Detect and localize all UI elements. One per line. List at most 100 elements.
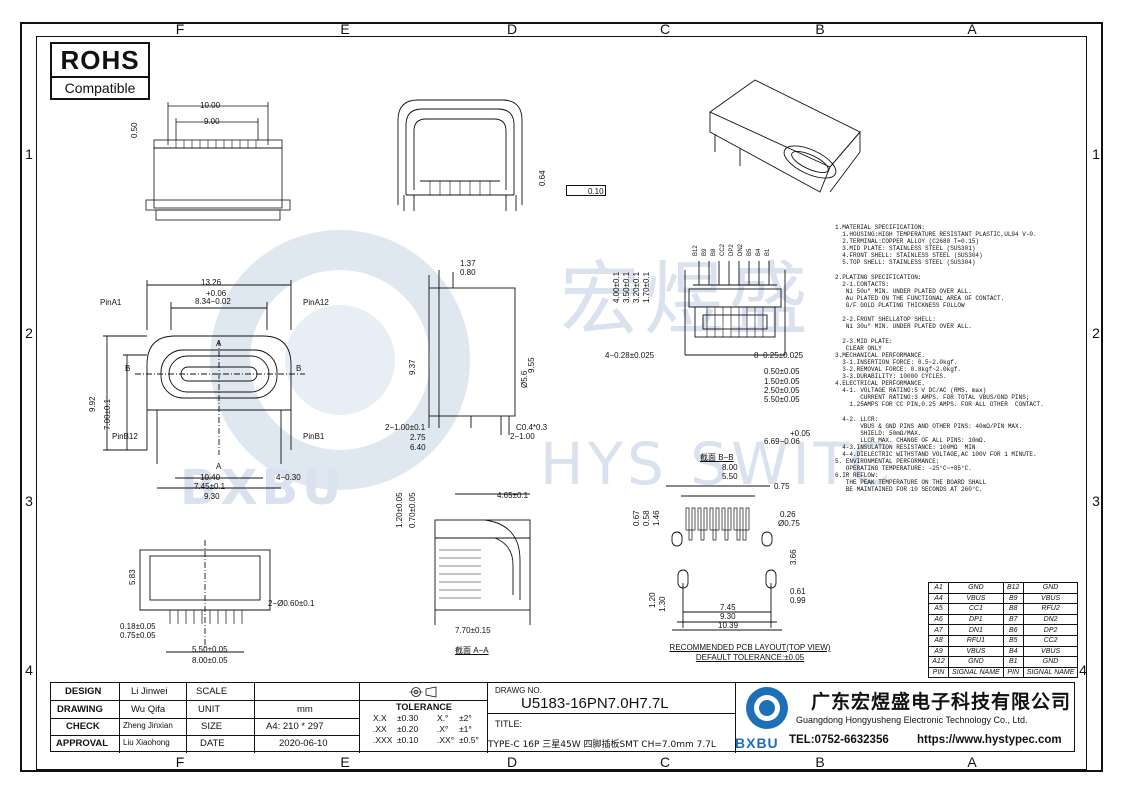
pin-callout: PinA12 xyxy=(303,298,329,307)
spec-line: 2-3.MID PLATE: xyxy=(835,337,893,345)
dim-label: 7.70±0.15 xyxy=(455,626,491,635)
pin-table-cell: SIGNAL NAME xyxy=(948,666,1004,679)
zone-number: 1 xyxy=(1092,146,1100,162)
design-label: DESIGN xyxy=(65,686,102,697)
spec-line: 1.MATERIAL SPECIFICATION: xyxy=(835,224,926,231)
company-name-cn: 广东宏煜盛电子科技有限公司 xyxy=(811,691,1072,713)
dim-label: 0.70±0.05 xyxy=(408,492,417,528)
dim-label: 5.50 xyxy=(722,472,738,481)
pin-table-cell: A7 xyxy=(928,624,949,636)
company-website: https://www.hystypec.com xyxy=(917,734,1062,746)
pin-table-cell: SIGNAL NAME xyxy=(1022,666,1079,679)
watermark-cn: 宏煜盛 xyxy=(560,253,812,346)
dim-label: 7.45 xyxy=(720,603,736,612)
dim-label: 1.20±0.05 xyxy=(395,492,404,528)
dim-label: 8.34−0.02 xyxy=(195,297,231,306)
spec-line: 4.ELECTRICAL PERFORMANCE. xyxy=(835,380,926,388)
spec-line: LLCR MAX. CHANGE OF ALL PINS: 10mΩ. xyxy=(835,436,987,444)
rohs-title: ROHS xyxy=(60,45,140,75)
zone-letter: C xyxy=(659,21,671,37)
pin-table-cell: VBUS xyxy=(948,592,1004,605)
dim-label: 0.67 xyxy=(632,510,641,526)
section-marker: A xyxy=(216,339,222,348)
company-logo-text: BXBU xyxy=(735,735,779,751)
dim-label: 4−0.30 xyxy=(276,473,301,482)
flatness-box: 0.10 xyxy=(566,185,606,196)
dim-label: 9.00 xyxy=(204,117,220,126)
spec-line: CURRENT RATING:3 AMPS. FOR TOTAL VBUS/GN… xyxy=(835,394,1030,402)
pin-table-cell: B7 xyxy=(1002,613,1024,626)
section-bb-drawing xyxy=(684,261,786,356)
dim-label: +0.06 xyxy=(206,289,227,298)
spec-line: 3-2.REMOVAL FORCE: 0.8kgf~2.0kgf. xyxy=(835,365,962,373)
spec-line: Ni 30u" MIN. UNDER PLATED OVER ALL. xyxy=(835,323,972,331)
pin-table-cell: B1 xyxy=(1002,656,1024,668)
dim-label: 1.30 xyxy=(658,596,667,612)
pin-table-cell: B8 xyxy=(1002,603,1024,615)
spec-line: G/F GOLD PLATING THICKNESS FOLLOW xyxy=(835,302,965,310)
pin-table-cell: B12 xyxy=(1002,582,1024,594)
spec-line: 4-2. LLCR: xyxy=(835,415,879,423)
zone-letter: E xyxy=(340,21,350,37)
pin-table-cell: B9 xyxy=(1002,592,1024,605)
zone-letter: E xyxy=(340,754,350,770)
spec-line: 5.TOP SHELL: STAINLESS STEEL (SUS304) xyxy=(835,259,976,267)
size-label: SIZE xyxy=(201,721,223,732)
dim-label: 1.37 xyxy=(460,259,476,268)
unit-value: mm xyxy=(297,704,313,715)
dim-label: 13.26 xyxy=(201,278,222,287)
zone-letter: D xyxy=(506,21,518,37)
date-value: 2020-06-10 xyxy=(279,738,328,749)
pin-table-cell: A4 xyxy=(928,592,949,605)
unit-label: UNIT xyxy=(198,704,221,715)
spec-line: 3-3.DURABILITY: 10000 CYCLES. xyxy=(835,372,947,380)
pin-table-cell: A6 xyxy=(928,613,949,626)
spec-line: 5. ENVIRONMENTAL PERFORMANCE: xyxy=(835,458,940,466)
dim-label: 2−1.00 xyxy=(510,432,535,441)
spec-line: CLEAR ONLY xyxy=(835,344,882,352)
dim-label: 8.00 xyxy=(722,463,738,472)
pin-table-cell: A1 xyxy=(928,582,949,594)
spec-line: OPERATING TEMPERATURE: −25°C~+85°C. xyxy=(835,465,972,473)
pcb-caption: RECOMMENDED PCB LAYOUT(TOP VIEW) xyxy=(669,643,831,652)
dim-label: 1.46 xyxy=(652,510,661,526)
spec-line xyxy=(835,330,1080,337)
drawing-inner-frame xyxy=(36,36,1087,770)
dim-label: 4.00±0.1 xyxy=(612,271,621,303)
dim-label: 0.75±0.05 xyxy=(120,631,156,640)
dim-label: 3.20±0.1 xyxy=(632,271,641,303)
dim-label: 0.58 xyxy=(642,510,651,526)
zone-letter: B xyxy=(815,21,825,37)
pin-table-cell: RFU2 xyxy=(1022,603,1079,615)
zone-number: 1 xyxy=(25,146,33,162)
dim-label: 9.30 xyxy=(720,612,736,621)
spec-line: VBUS & GND PINS AND OTHER PINS: 40mΩ/PIN… xyxy=(835,422,1023,430)
zone-letter: C xyxy=(659,754,671,770)
pin-table-cell: B4 xyxy=(1002,645,1024,658)
dim-label: 0.80 xyxy=(460,268,476,277)
section-caption: 截面 B−B xyxy=(700,453,734,462)
pin-table-cell: A12 xyxy=(928,656,949,668)
zone-number: 3 xyxy=(25,493,33,509)
designer-name: Li Jinwei xyxy=(131,686,168,697)
dim-label: 5.50±0.05 xyxy=(192,645,228,654)
pin-table-cell: VBUS xyxy=(1022,645,1079,658)
date-label: DATE xyxy=(200,738,225,749)
pin-labels-bb: B12 B9 B8 CC2 DP2 DN2 B5 B4 B1 xyxy=(693,243,771,256)
spec-line: SHIELD: 50mΩ/MAX. xyxy=(835,429,922,437)
spec-line: 4-4.DIELECTRIC WITHSTAND VOLTAGE,AC 100V… xyxy=(835,451,1037,458)
spec-line xyxy=(835,309,1080,316)
drawing-label: DRAWING xyxy=(57,704,103,715)
dim-label: 9.37 xyxy=(408,359,417,375)
zone-number: 4 xyxy=(25,662,33,678)
pin-table-cell: A9 xyxy=(928,645,949,658)
spec-line: Au PLATED ON THE FUNCTIONAL AREA OF CONT… xyxy=(835,294,1005,302)
pin-table-cell: PIN xyxy=(1002,666,1024,679)
spec-line: 1.HOUSING:HIGH TEMPERATURE RESISTANT PLA… xyxy=(835,231,1037,239)
front-view-drawing xyxy=(103,280,305,489)
zone-letter: B xyxy=(815,754,825,770)
